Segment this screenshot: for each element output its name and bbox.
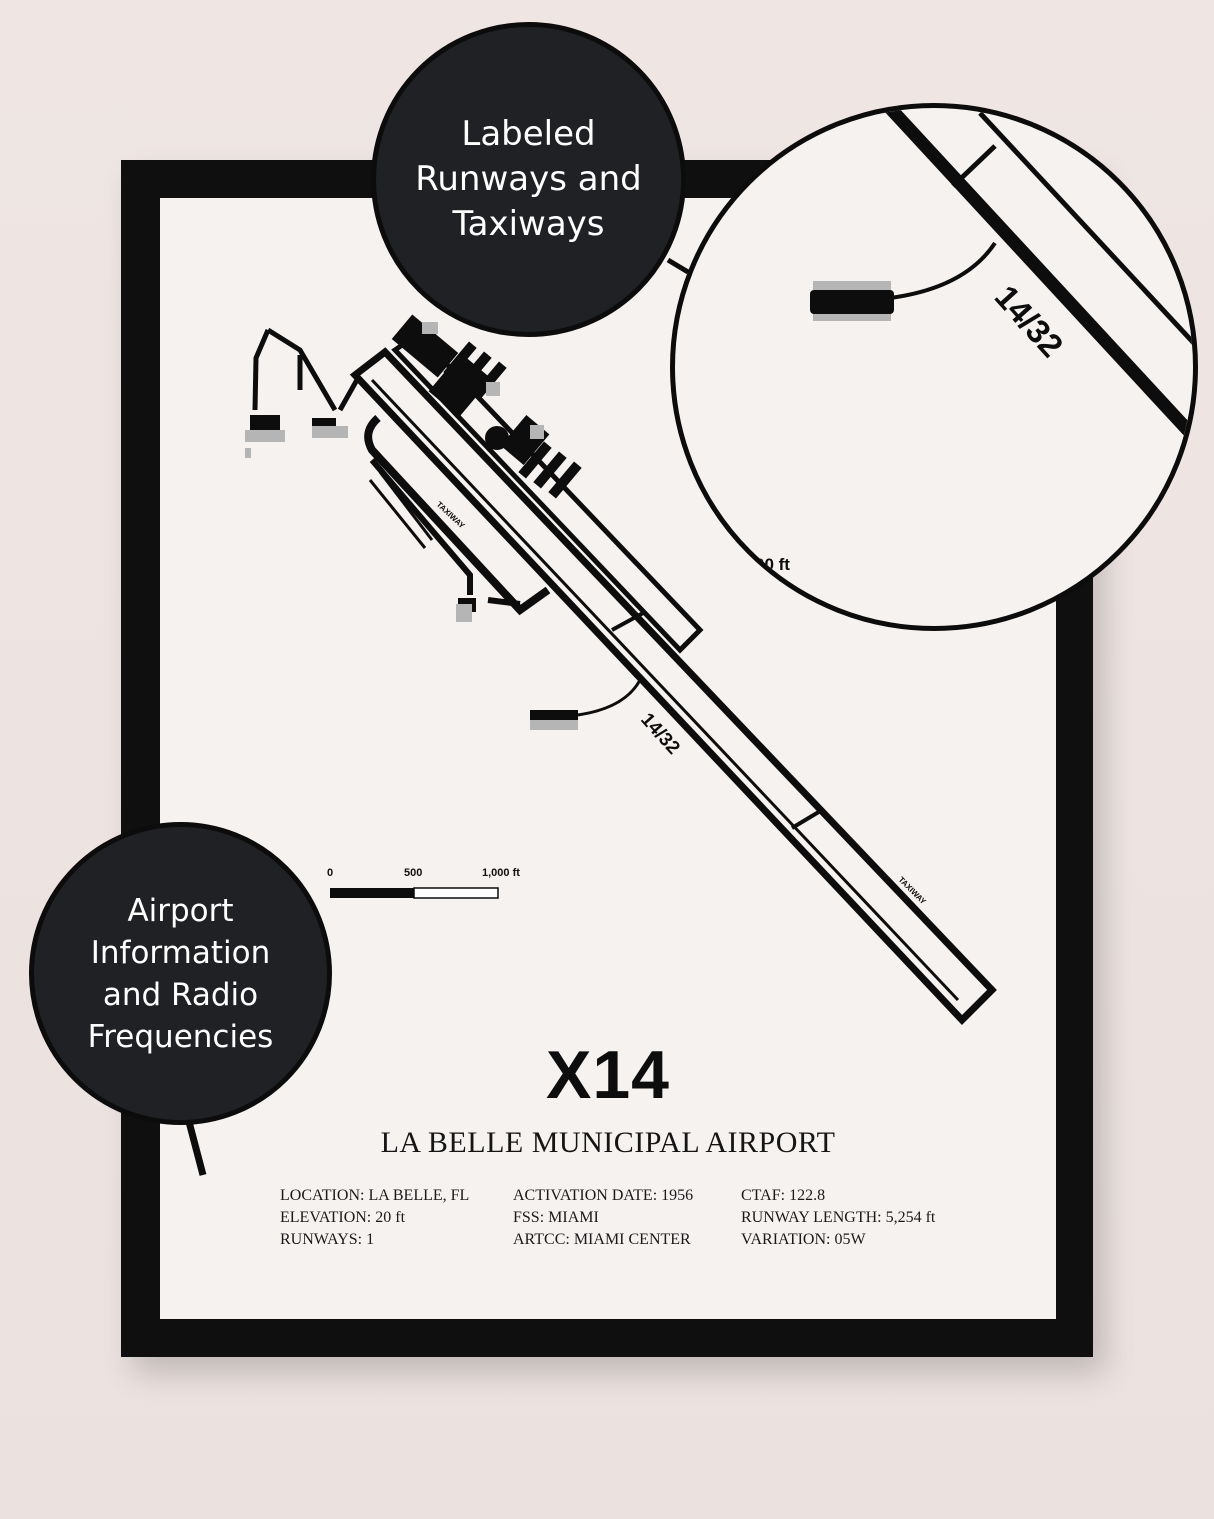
zoom-connector xyxy=(951,144,997,188)
taxiway-line xyxy=(370,378,960,1002)
gray-building-7 xyxy=(312,426,348,438)
northwest-road xyxy=(252,327,338,412)
hangar-main xyxy=(391,314,459,378)
info-ctaf: CTAF: 122.8 xyxy=(741,1187,826,1204)
info-column-3: CTAF: 122.8 RUNWAY LENGTH: 5,254 ft VARI… xyxy=(741,1185,935,1251)
scale-tick-1000: 1,000 ft xyxy=(482,867,520,879)
info-runways: RUNWAYS: 1 xyxy=(280,1231,375,1248)
zoom-detail: 14/32 00 ft xyxy=(755,108,1193,574)
info-variation: VARIATION: 05W xyxy=(741,1231,866,1248)
gray-building-2 xyxy=(486,382,500,396)
info-column-2: ACTIVATION DATE: 1956 FSS: MIAMI ARTCC: … xyxy=(513,1185,693,1251)
gray-building-8 xyxy=(245,448,251,458)
info-elevation: ELEVATION: 20 ft xyxy=(280,1209,406,1226)
info-activation-date: ACTIVATION DATE: 1956 xyxy=(513,1187,694,1204)
airport-code: X14 xyxy=(546,1037,670,1113)
scale-tick-500: 500 xyxy=(404,867,423,879)
gray-building-4 xyxy=(530,720,578,730)
callout-info-line3: and Radio xyxy=(102,976,259,1013)
info-column-1: LOCATION: LA BELLE, FL ELEVATION: 20 ft … xyxy=(280,1185,469,1251)
zoom-taxiway-edge xyxy=(978,111,1193,346)
west-taxiway-loop xyxy=(364,414,551,616)
apron-block-1 xyxy=(428,352,492,418)
callout-runways-line1: Labeled xyxy=(461,114,596,154)
info-location: LOCATION: LA BELLE, FL xyxy=(280,1187,470,1204)
taxiway-connector-1 xyxy=(611,610,646,632)
zoom-magnifier: 14/32 00 ft xyxy=(670,103,1198,631)
holding-taxiway xyxy=(577,679,642,717)
callout-runways-taxiways: Labeled Runways and Taxiways xyxy=(371,22,686,337)
callout-airport-info: Airport Information and Radio Frequencie… xyxy=(29,822,332,1125)
zoom-runway-edge xyxy=(885,108,1193,443)
taxiway-connector-2 xyxy=(790,808,824,830)
callout-info-line1: Airport xyxy=(127,892,234,929)
airport-name: LA BELLE MUNICIPAL AIRPORT xyxy=(380,1126,836,1159)
scale-bar-white xyxy=(413,887,499,899)
hangar-row-6 xyxy=(548,461,582,499)
callout-pointer xyxy=(184,1117,207,1176)
zoom-pad-black xyxy=(810,290,894,314)
west-taxiway-inner xyxy=(369,458,521,607)
runway-14-32 xyxy=(349,347,997,1026)
gray-building-1 xyxy=(422,322,438,334)
callout-info-line2: Information xyxy=(90,934,271,971)
callout-runways-line3: Taxiways xyxy=(452,204,605,244)
holding-pad xyxy=(530,710,578,722)
callout-pointer-top xyxy=(666,257,690,275)
hangar-row-5 xyxy=(533,451,567,489)
gray-building-5 xyxy=(456,604,472,622)
info-fss: FSS: MIAMI xyxy=(513,1209,599,1226)
scale-bar-black xyxy=(330,888,414,898)
hangar-row-4 xyxy=(518,441,552,479)
callout-runways-line2: Runways and xyxy=(415,159,642,199)
info-artcc: ARTCC: MIAMI CENTER xyxy=(513,1231,691,1248)
callout-info-line4: Frequencies xyxy=(87,1018,274,1055)
scale-tick-0: 0 xyxy=(327,867,334,879)
info-runway-length: RUNWAY LENGTH: 5,254 ft xyxy=(741,1209,936,1226)
zoom-holding-taxiway xyxy=(889,241,997,300)
northwest-link xyxy=(337,376,361,412)
gray-building-6 xyxy=(245,430,285,442)
west-taxiway-lines xyxy=(368,471,434,549)
gray-building-3 xyxy=(530,425,544,439)
